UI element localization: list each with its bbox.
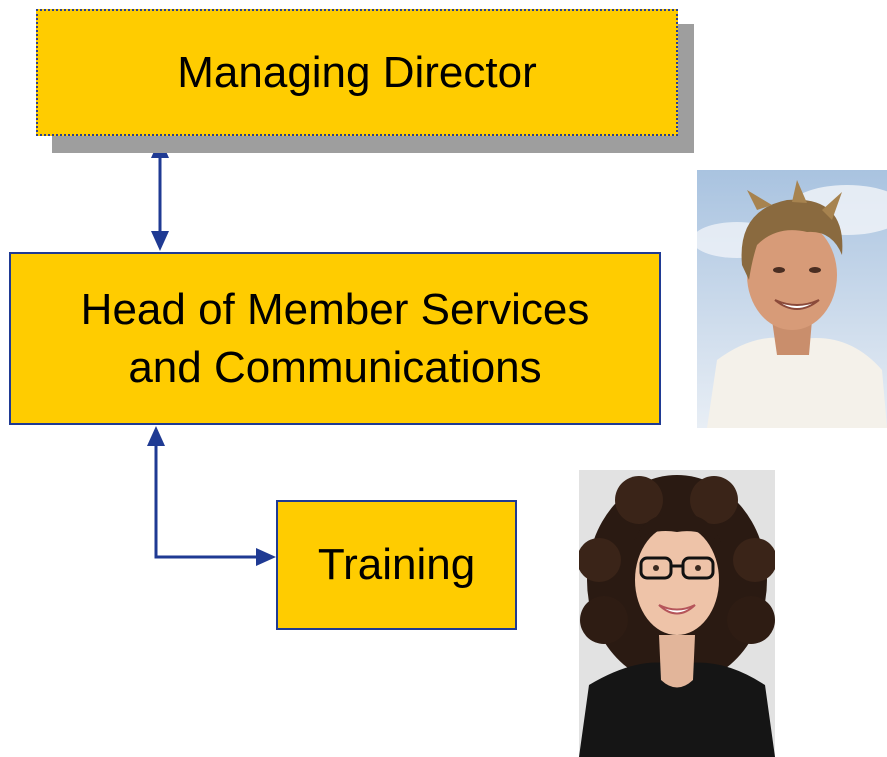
head-training-connector bbox=[154, 440, 262, 559]
man-photo bbox=[697, 170, 887, 428]
head-training-arrowhead-top bbox=[147, 426, 165, 446]
person-photo-icon bbox=[697, 170, 887, 428]
managing-director-box: Managing Director bbox=[36, 9, 678, 136]
head-training-arrowhead-right bbox=[256, 548, 276, 566]
woman-photo bbox=[579, 470, 775, 757]
person-photo-icon bbox=[579, 470, 775, 757]
training-label: Training bbox=[317, 540, 476, 589]
md-head-arrowhead-bottom bbox=[151, 231, 169, 251]
head-label-line2: and Communications bbox=[128, 342, 542, 392]
managing-director-label: Managing Director bbox=[177, 47, 537, 97]
head-label-line1: Head of Member Services bbox=[80, 284, 590, 334]
head-of-member-services-box: Head of Member Services and Communicatio… bbox=[9, 252, 661, 425]
training-box: Training bbox=[276, 500, 517, 630]
